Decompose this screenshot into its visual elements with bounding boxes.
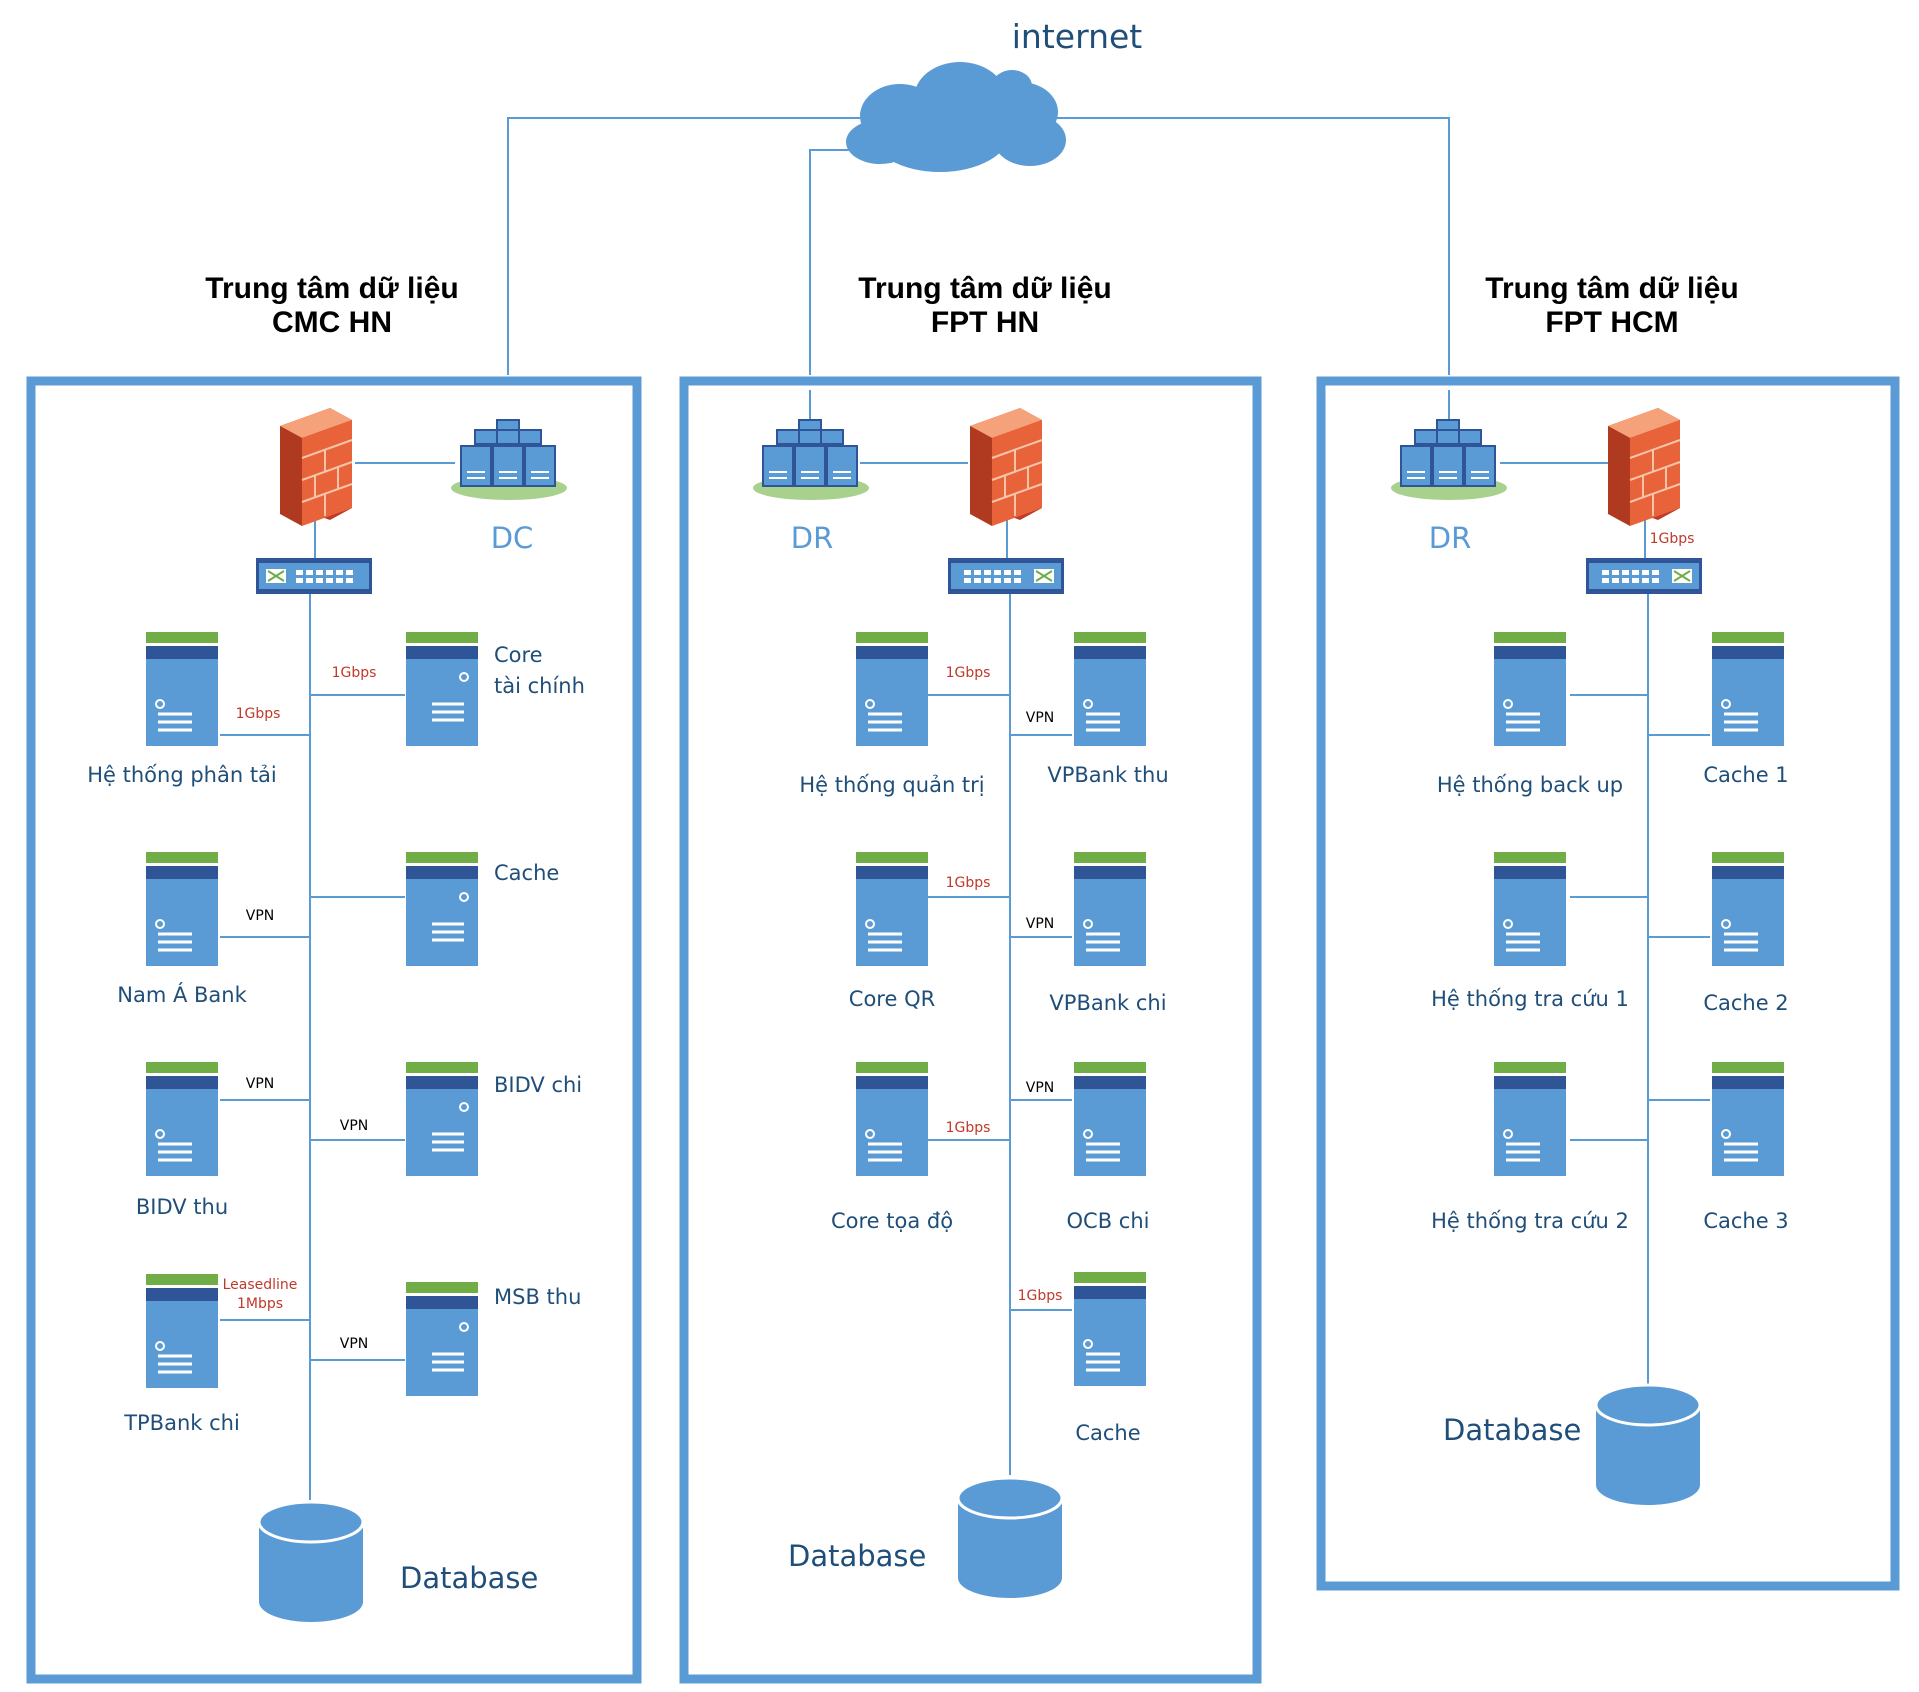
database-icon: [956, 1476, 1064, 1600]
datacenter-icon: [1390, 419, 1508, 501]
datacenter-icon: [450, 419, 568, 501]
fpthn-title-line1: Trung tâm dữ liệu: [858, 272, 1111, 305]
fpthcm-title-line1: Trung tâm dữ liệu: [1485, 272, 1738, 305]
cmc-hn-center: DC 1Gbps Hệ thống phân tải 1Gbps Core tà…: [26, 376, 642, 1684]
server-icon: [1492, 630, 1568, 748]
database-label: Database: [788, 1539, 926, 1573]
cmc-title-line2: CMC HN: [272, 306, 392, 339]
server-icon: [404, 630, 480, 748]
site-label-dc: DC: [491, 521, 534, 555]
server-icon: [144, 850, 220, 968]
server-icon: [1072, 1270, 1148, 1388]
switch-icon: [255, 557, 373, 595]
server-icon: [854, 1060, 930, 1178]
server-label-vpbank-chi: VPBank chi: [1049, 991, 1166, 1015]
server-label-msb-thu: MSB thu: [494, 1285, 581, 1309]
server-icon: [144, 1272, 220, 1390]
link-speed-label: 1Mbps: [237, 1296, 283, 1312]
server-icon: [1072, 630, 1148, 748]
link-type-label: VPN: [340, 1336, 369, 1352]
server-label-ocb-chi: OCB chi: [1067, 1209, 1150, 1233]
link-type-label: VPN: [1026, 1080, 1055, 1096]
link-speed-label: 1Gbps: [332, 665, 377, 681]
server-label-load-balancer: Hệ thống phân tải: [87, 763, 277, 787]
database-icon: [1594, 1383, 1702, 1507]
server-label-admin-system: Hệ thống quản trị: [799, 773, 984, 797]
server-label-bidv-chi: BIDV chi: [494, 1073, 582, 1097]
server-label-core-finance: tài chính: [494, 674, 585, 698]
site-label-dr: DR: [1429, 521, 1471, 555]
fpthn-title-line2: FPT HN: [931, 306, 1039, 339]
server-icon: [1072, 850, 1148, 968]
server-label-cache-1: Cache 1: [1703, 763, 1788, 787]
server-label-core-qr: Core QR: [849, 987, 935, 1011]
link-speed-label: 1Gbps: [946, 875, 991, 891]
server-label-lookup-system-2: Hệ thống tra cứu 2: [1431, 1209, 1629, 1233]
server-icon: [144, 1060, 220, 1178]
fpthcm-title-line2: FPT HCM: [1545, 306, 1678, 339]
fpt-hn-center: DR 1Gbps Hệ thống quản trị VPN VPBank th…: [679, 376, 1262, 1684]
server-label-lookup-system-1: Hệ thống tra cứu 1: [1431, 987, 1629, 1011]
site-label-dr: DR: [791, 521, 833, 555]
server-icon: [1710, 630, 1786, 748]
server-label-cache-3: Cache 3: [1703, 1209, 1788, 1233]
cmc-title-line1: Trung tâm dữ liệu: [205, 272, 458, 305]
link-type-label: VPN: [246, 908, 275, 924]
server-icon: [1710, 1060, 1786, 1178]
database-icon: [257, 1500, 365, 1624]
firewall-icon: [279, 407, 353, 527]
datacenter-icon: [752, 419, 870, 501]
server-icon: [1072, 1060, 1148, 1178]
database-label: Database: [1443, 1413, 1581, 1447]
server-icon: [1710, 850, 1786, 968]
server-label-core-coordinates: Core tọa độ: [831, 1209, 953, 1233]
server-label-vpbank-thu: VPBank thu: [1047, 763, 1168, 787]
link-speed-label: 1Gbps: [946, 1120, 991, 1136]
switch-icon: [1585, 557, 1703, 595]
server-icon: [404, 850, 480, 968]
link-speed-label: 1Gbps: [946, 665, 991, 681]
database-label: Database: [400, 1561, 538, 1595]
server-icon: [404, 1060, 480, 1178]
switch-icon: [947, 557, 1065, 595]
link-type-label: VPN: [1026, 916, 1055, 932]
server-icon: [1492, 850, 1568, 968]
server-icon: [854, 850, 930, 968]
link-type-label: VPN: [246, 1076, 275, 1092]
link-speed-label: 1Gbps: [1650, 531, 1695, 547]
link-type-label: VPN: [340, 1118, 369, 1134]
server-label-core: Core: [494, 643, 543, 667]
server-icon: [144, 630, 220, 748]
server-label-cache: Cache: [494, 861, 559, 885]
link-speed-label: 1Gbps: [1018, 1288, 1063, 1304]
internet-label: internet: [1012, 17, 1143, 56]
server-icon: [404, 1280, 480, 1398]
server-label-nam-a-bank: Nam Á Bank: [117, 982, 247, 1007]
cloud-icon: [846, 62, 1066, 172]
server-label-cache-2: Cache 2: [1703, 991, 1788, 1015]
fpt-hcm-center: DR 1Gbps Hệ thống back up Cache 1 Hệ thố…: [1316, 376, 1900, 1591]
firewall-icon: [969, 407, 1043, 527]
link-type-label: Leasedline: [223, 1277, 298, 1293]
server-label-bidv-thu: BIDV thu: [136, 1195, 228, 1219]
link-type-label: VPN: [1026, 710, 1055, 726]
server-label-cache: Cache: [1075, 1421, 1140, 1445]
firewall-icon: [1607, 407, 1681, 527]
server-icon: [854, 630, 930, 748]
server-label-backup-system: Hệ thống back up: [1437, 773, 1623, 797]
server-icon: [1492, 1060, 1568, 1178]
link-speed-label: 1Gbps: [236, 706, 281, 722]
server-label-tpbank-chi: TPBank chi: [123, 1411, 240, 1435]
